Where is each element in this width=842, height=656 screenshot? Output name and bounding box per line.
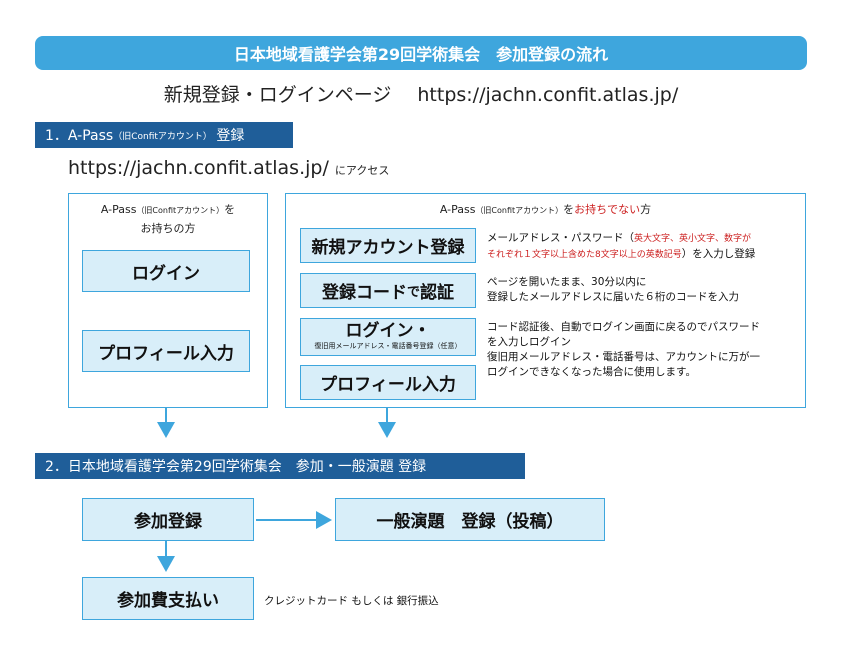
title-paren: （旧Confitアカウント） — [475, 206, 564, 215]
right-down-arrow — [378, 422, 396, 438]
login-recovery-sub: 復旧用メールアドレス・電話番号登録（任意） — [314, 342, 462, 350]
register-to-payment-arrow — [157, 556, 175, 572]
note3-line2: を入力しログイン — [487, 336, 571, 348]
abstract-register-box[interactable]: 一般演題 登録（投稿） — [335, 498, 605, 541]
step1-suffix: 登録 — [216, 128, 245, 144]
step1-access: にアクセス — [334, 164, 390, 177]
subtitle-url[interactable]: https://jachn.confit.atlas.jp/ — [417, 84, 679, 106]
profile-input-box-new[interactable]: プロフィール入力 — [300, 365, 476, 400]
note3-line3: 復旧用メールアドレス・電話番号は、アカウントに万が一 — [487, 351, 760, 363]
new-account-label: 新規アカウント登録 — [311, 238, 465, 258]
fee-payment-box[interactable]: 参加費支払い — [82, 577, 254, 620]
panel-has-account: A-Pass（旧Confitアカウント）を お持ちの方 — [68, 193, 268, 408]
profile-input-box[interactable]: プロフィール入力 — [82, 330, 250, 372]
register-label: 参加登録 — [134, 512, 202, 532]
left-down-arrow — [157, 422, 175, 438]
note2-line2: 登録したメールアドレスに届いた６桁のコードを入力 — [487, 291, 739, 303]
login-box-label: ログイン — [132, 263, 200, 284]
step1-url-line: https://jachn.confit.atlas.jp/にアクセス — [68, 157, 389, 179]
title-prefix: A-Pass — [439, 203, 476, 216]
payment-method-note: クレジットカード もしくは 銀行振込 — [264, 593, 439, 608]
new-account-box[interactable]: 新規アカウント登録 — [300, 228, 476, 263]
step1-header: 1．A-Pass（旧Confitアカウント） 登録 — [35, 122, 293, 148]
step2-title: 2．日本地域看護学会第29回学術集会 参加・一般演題 登録 — [45, 459, 427, 475]
subtitle-label: 新規登録・ログインページ — [163, 84, 392, 106]
profile-box-label: プロフィール入力 — [98, 343, 234, 364]
note-code-auth: ページを開いたまま、30分以内に 登録したメールアドレスに届いた６桁のコードを入… — [487, 275, 802, 305]
note3-line1: コード認証後、自動でログイン画面に戻るのでパスワード — [487, 321, 760, 333]
payment-label: 参加費支払い — [117, 591, 219, 611]
title-red: お持ちでない — [574, 203, 641, 216]
login-page-subtitle: 新規登録・ログインページ https://jachn.confit.atlas.j… — [0, 80, 842, 107]
title-paren: （旧Confitアカウント） — [136, 206, 225, 215]
payment-note-text: クレジットカード もしくは 銀行振込 — [264, 595, 439, 607]
login-recovery-box[interactable]: ログイン・ 復旧用メールアドレス・電話番号登録（任意） — [300, 318, 476, 356]
note3-line4: ログインできなくなった場合に使用します。 — [487, 366, 696, 378]
title-prefix: A-Pass — [100, 203, 137, 216]
login-recovery-label: ログイン・ — [345, 321, 431, 341]
code-auth-a: 登録コード — [321, 283, 407, 303]
note-new-account: メールアドレス・パスワード（英大文字、英小文字、数字が それぞれ１文字以上含めた… — [487, 231, 802, 263]
register-to-abstract-arrow — [316, 511, 332, 529]
title-suffix: を — [224, 203, 236, 216]
step1-prefix: 1．A-Pass — [45, 128, 114, 144]
code-auth-c: 認証 — [420, 283, 454, 303]
participation-register-box[interactable]: 参加登録 — [82, 498, 254, 541]
title-mid: を — [563, 203, 575, 216]
title-line2: お持ちの方 — [140, 222, 196, 235]
note1-b: ）を入力し登録 — [681, 248, 756, 260]
title-end: 方 — [640, 203, 652, 216]
panel-has-account-title: A-Pass（旧Confitアカウント）を お持ちの方 — [69, 201, 267, 238]
abstract-label: 一般演題 登録（投稿） — [376, 512, 564, 532]
code-auth-box[interactable]: 登録コードで認証 — [300, 273, 476, 308]
step2-header: 2．日本地域看護学会第29回学術集会 参加・一般演題 登録 — [35, 453, 525, 479]
code-auth-b: で — [406, 285, 420, 300]
note-login-recovery: コード認証後、自動でログイン画面に戻るのでパスワード を入力しログイン 復旧用メ… — [487, 320, 802, 380]
step1-paren: （旧Confitアカウント） — [113, 131, 212, 142]
note1-a: メールアドレス・パスワード（ — [487, 232, 634, 244]
note2-line1: ページを開いたまま、30分以内に — [487, 276, 647, 288]
profile-new-label: プロフィール入力 — [320, 375, 456, 395]
panel-no-account-title: A-Pass（旧Confitアカウント）をお持ちでない方 — [286, 201, 805, 220]
login-box[interactable]: ログイン — [82, 250, 250, 292]
note1-red2: それぞれ１文字以上含めた8文字以上の英数記号 — [487, 250, 682, 260]
note1-red1: 英大文字、英小文字、数字が — [634, 234, 752, 244]
banner-title: 日本地域看護学会第29回学術集会 参加登録の流れ — [233, 45, 609, 64]
step1-url[interactable]: https://jachn.confit.atlas.jp/ — [68, 157, 329, 179]
page-banner: 日本地域看護学会第29回学術集会 参加登録の流れ — [35, 36, 807, 70]
